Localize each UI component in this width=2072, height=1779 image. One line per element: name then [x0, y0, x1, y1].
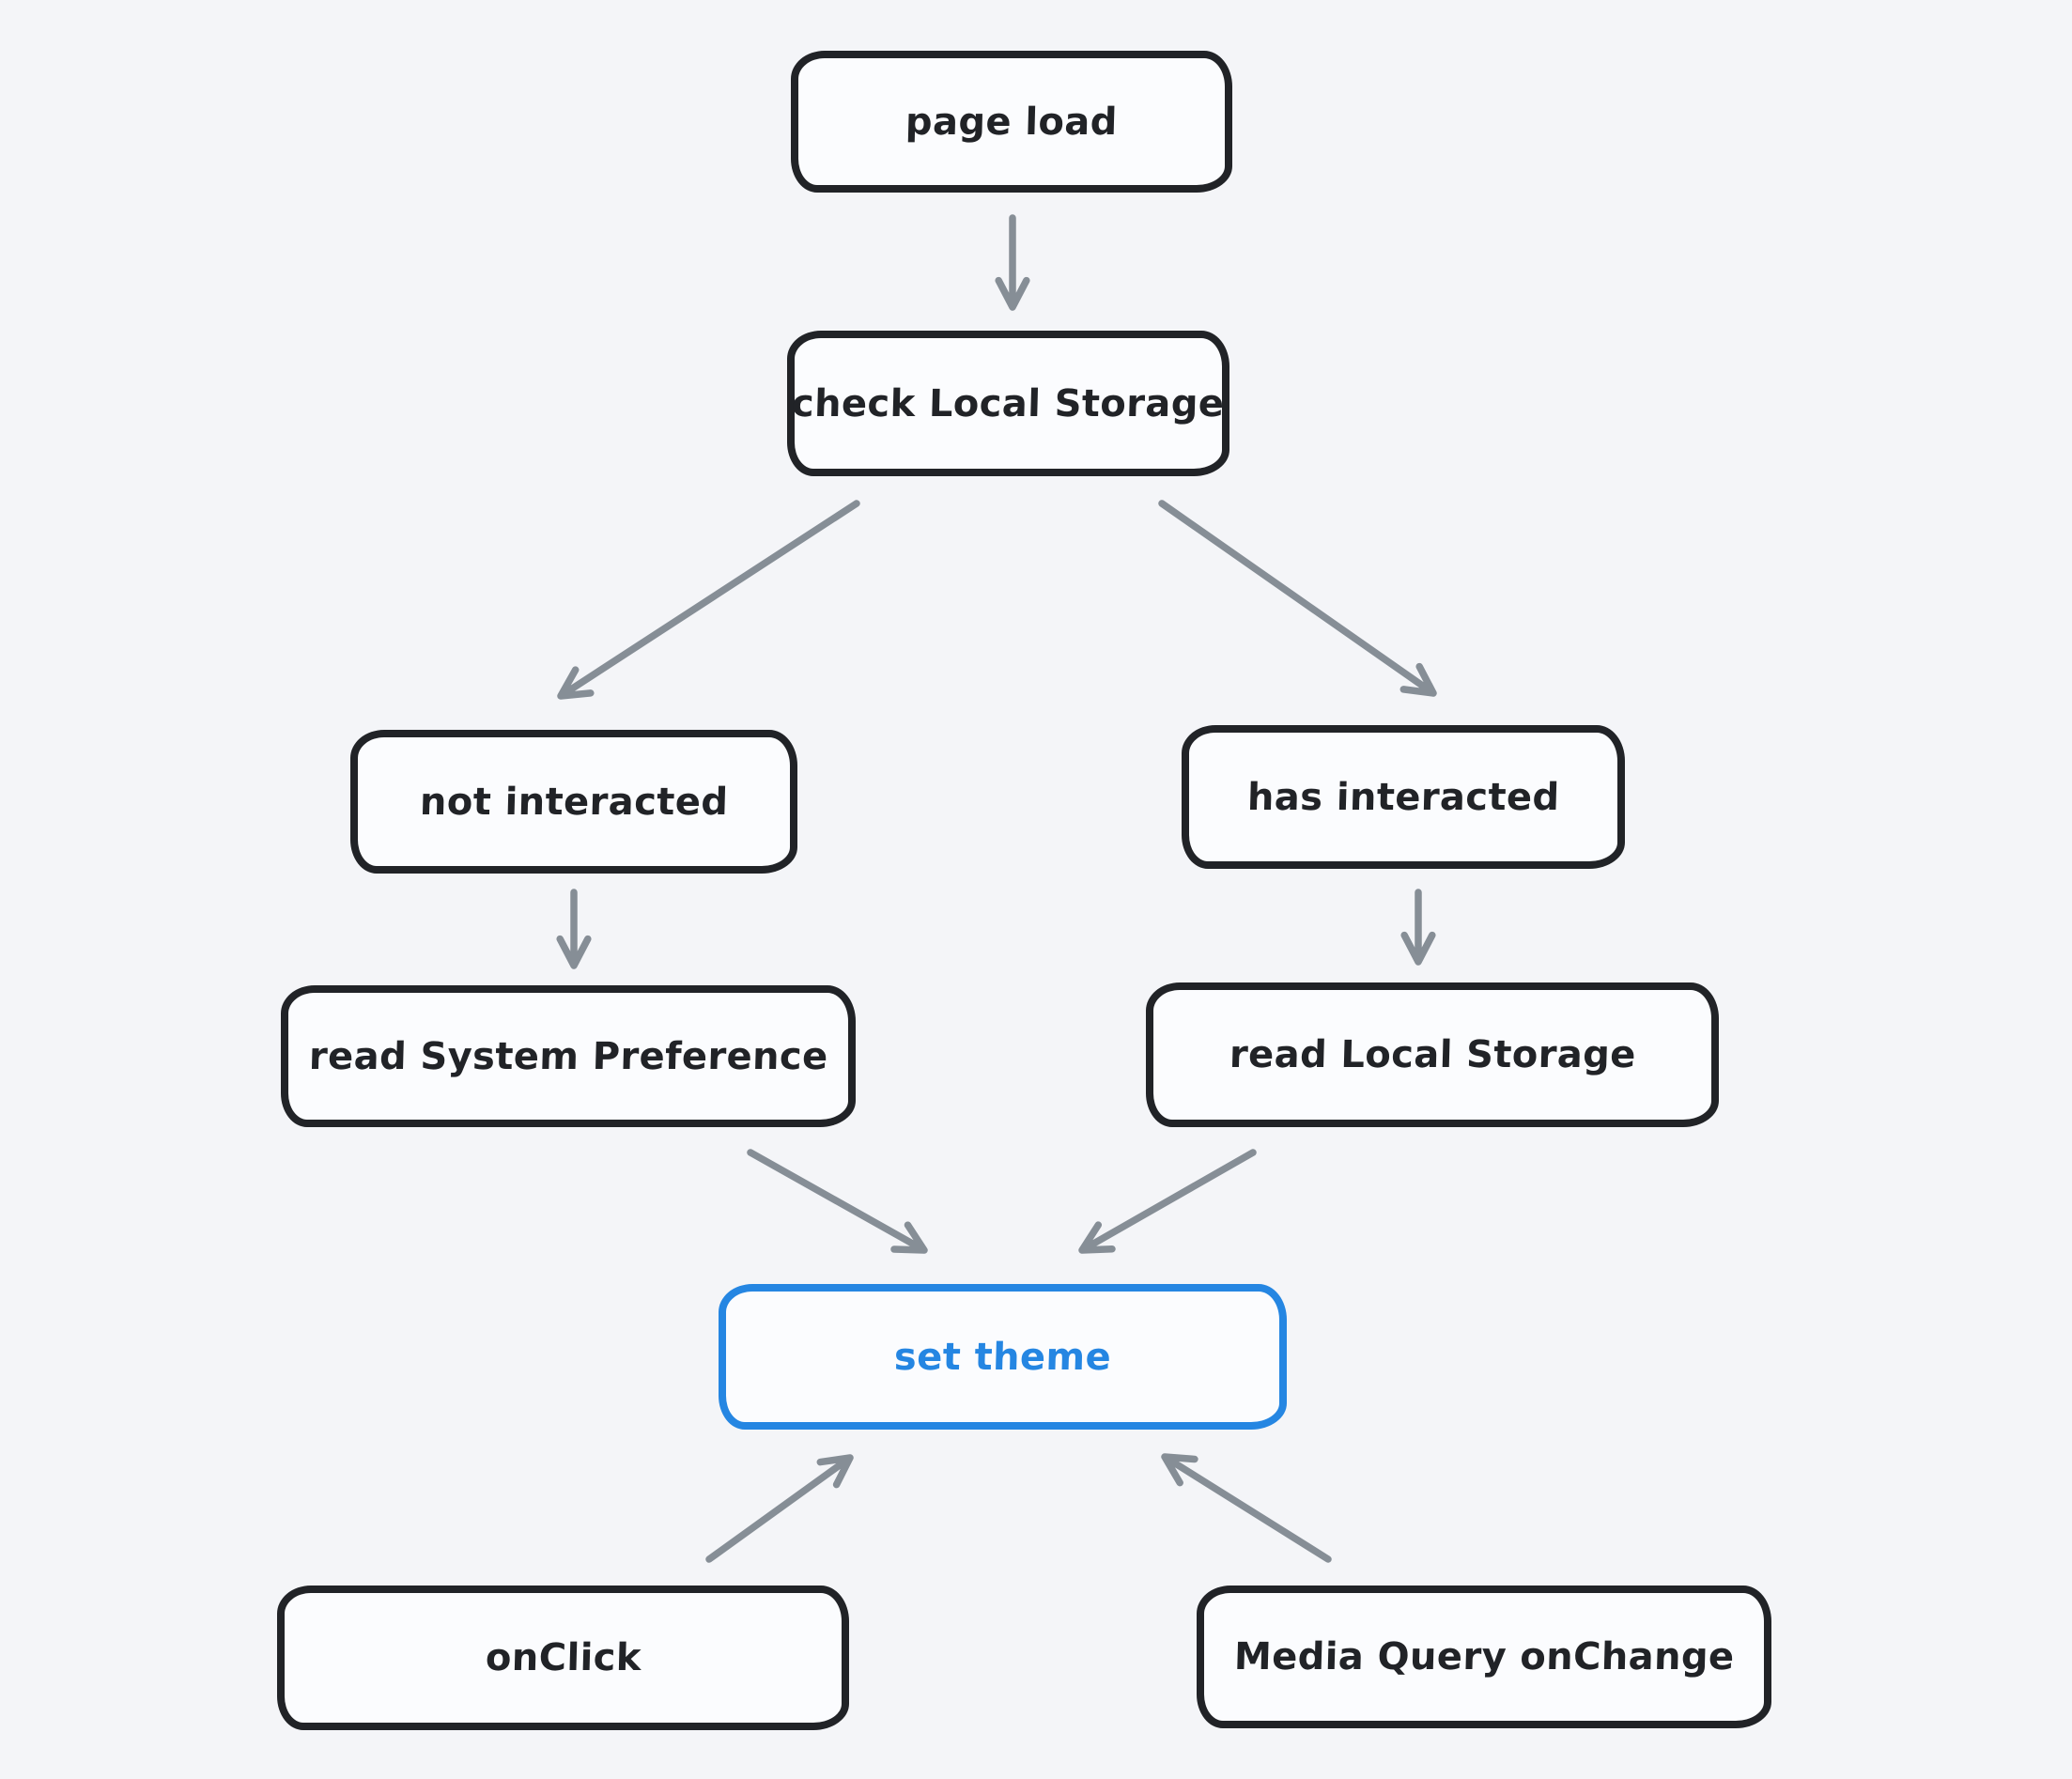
edge-check-local-storage-to-not-interacted — [557, 500, 860, 700]
edge-read-local-storage-to-set-theme — [1078, 1149, 1257, 1254]
edge-not-interacted-to-read-system-preference — [556, 889, 592, 969]
flow-node-label: Media Query onChange — [1233, 1635, 1735, 1678]
flow-node-label: read System Preference — [308, 1034, 828, 1078]
flow-node-page-load: page load — [791, 51, 1232, 193]
flow-node-label: read Local Storage — [1228, 1033, 1637, 1076]
edge-media-query-onchange-to-set-theme — [1161, 1453, 1332, 1563]
flow-node-label: onClick — [484, 1636, 642, 1679]
flow-node-label: has interacted — [1246, 775, 1560, 819]
flow-node-check-local-storage: check Local Storage — [787, 331, 1229, 476]
flow-node-read-system-preference: read System Preference — [281, 985, 856, 1127]
edge-read-system-preference-to-set-theme — [747, 1149, 928, 1254]
flow-node-label: set theme — [893, 1335, 1112, 1379]
edge-check-local-storage-to-has-interacted — [1158, 500, 1437, 697]
edge-onclick-to-set-theme — [705, 1454, 854, 1563]
flow-node-label: not interacted — [419, 780, 729, 824]
flow-node-label: check Local Storage — [791, 381, 1226, 425]
flow-node-set-theme: set theme — [719, 1284, 1287, 1430]
flow-node-has-interacted: has interacted — [1182, 725, 1625, 869]
flow-node-onclick: onClick — [277, 1586, 849, 1730]
edge-page-load-to-check-local-storage — [995, 214, 1030, 311]
flow-node-not-interacted: not interacted — [350, 730, 797, 874]
edge-has-interacted-to-read-local-storage — [1400, 889, 1436, 966]
flow-node-media-query-onchange: Media Query onChange — [1197, 1586, 1771, 1728]
flow-node-read-local-storage: read Local Storage — [1146, 982, 1719, 1127]
flow-node-label: page load — [905, 100, 1119, 144]
